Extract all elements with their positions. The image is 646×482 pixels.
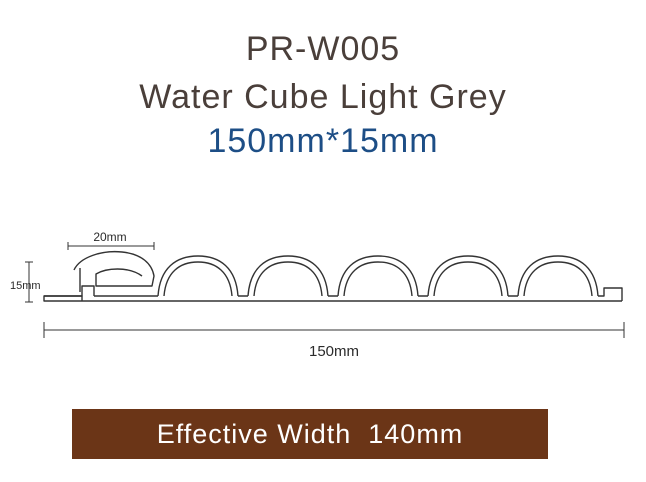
product-name: Water Cube Light Grey — [139, 78, 507, 116]
profile-groove-5 — [427, 255, 509, 297]
profile-groove-3-inner — [253, 261, 323, 297]
profile-groove-4-inner — [343, 261, 413, 297]
profile-groove-6-inner — [523, 261, 593, 297]
groove-width-label: 20mm — [93, 230, 126, 244]
profile-groove-4 — [337, 255, 419, 297]
product-dimensions: 150mm*15mm — [207, 122, 439, 160]
profile-groove-1 — [73, 250, 155, 292]
width-label: 150mm — [309, 343, 359, 360]
profile-groove-3 — [247, 255, 329, 297]
profile-groove-2 — [157, 255, 239, 297]
product-code: PR-W005 — [245, 30, 401, 68]
profile-bottom-edge — [43, 295, 622, 302]
profile-top-rail — [94, 287, 623, 301]
profile-groove-5-inner — [433, 261, 503, 297]
profile-groove-2-inner — [163, 261, 233, 297]
profile-groove-6 — [517, 255, 599, 297]
profile-left-tongue — [44, 285, 95, 297]
effective-width-banner: Effective Width 140mm — [72, 409, 548, 459]
height-label: 15mm — [10, 280, 41, 292]
